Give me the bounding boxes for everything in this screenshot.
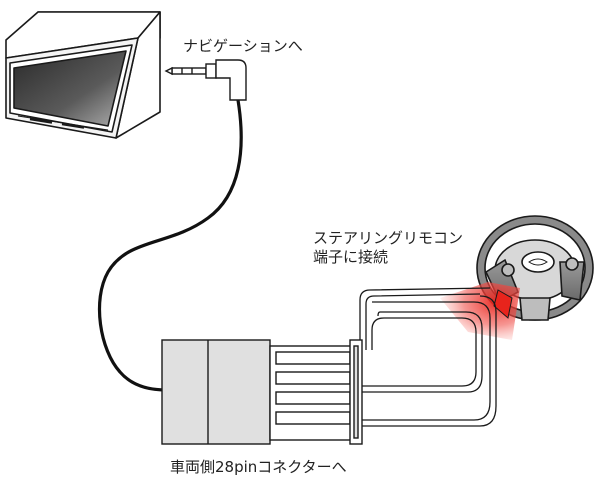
- steering-label-line1: ステアリングリモコン: [313, 229, 464, 247]
- connector-label: 車両側28pinコネクターへ: [170, 458, 347, 476]
- connector-icon: [161, 339, 363, 445]
- navigation-unit-icon: [5, 11, 161, 139]
- audio-cable: [97, 98, 243, 392]
- navigation-label: ナビゲーションへ: [183, 37, 303, 55]
- steering-connection-point: [493, 289, 513, 319]
- steering-label: ステアリングリモコン 端子に接続: [313, 229, 463, 267]
- steering-label-line2: 端子に接続: [313, 248, 389, 266]
- harness-wires: [359, 287, 497, 427]
- steering-wheel-icon: [476, 215, 594, 321]
- audio-plug-icon: [164, 59, 247, 101]
